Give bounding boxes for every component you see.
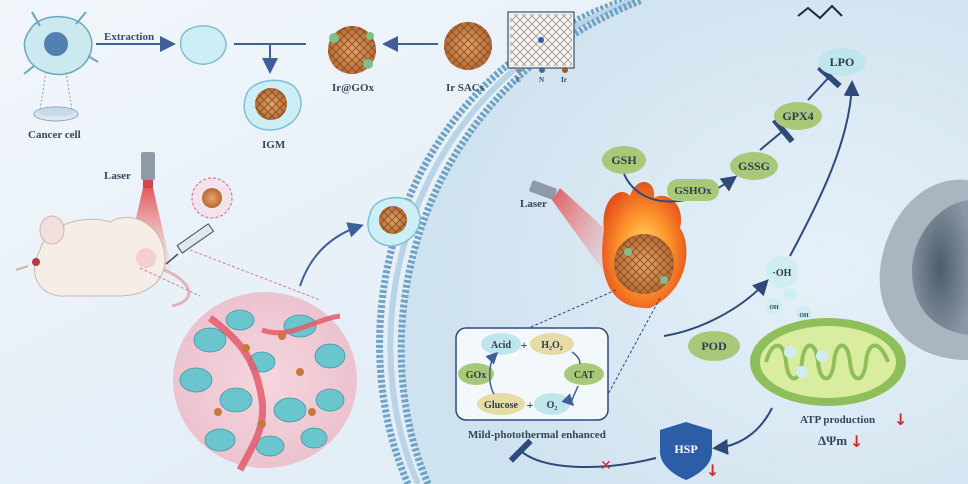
cancer-cell-icon (23, 11, 99, 76)
floating-igm-icon (367, 196, 421, 247)
ir-gox-label: Ir@GOx (332, 82, 375, 94)
delta-psi-m-label: ΔΨm (818, 433, 847, 448)
cat-label: CAT (574, 370, 595, 381)
burning-nanoparticle-icon (602, 181, 687, 309)
gsh-label: GSH (611, 153, 637, 167)
hsp-inhibition-line (508, 438, 657, 468)
cascade-zoom-lines (523, 289, 661, 399)
atom-legend: C N Ir (516, 67, 568, 84)
atp-down-arrow: ↓ (894, 410, 907, 429)
pod-label: POD (701, 339, 727, 353)
cancer-cell-label: Cancer cell (28, 129, 81, 141)
zoom-lines (139, 249, 321, 301)
hsp-shield-icon (660, 422, 712, 480)
cascade-caption: Mild-photothermal enhanced (468, 429, 606, 441)
ir-gox-nanoparticle-icon (328, 26, 376, 74)
petri-dish-icon (33, 106, 79, 122)
ir-sacs-nanoparticle-icon (444, 22, 492, 70)
mito-to-hsp-arrow (712, 407, 773, 455)
cell-nucleus (879, 179, 968, 360)
gssg-inhibits-gpx4 (759, 117, 795, 151)
o2-node (534, 393, 570, 415)
acid-node (481, 333, 521, 355)
nitrogen-atom-icon (539, 67, 545, 73)
pod-node (688, 331, 740, 361)
gpx4-node (774, 102, 822, 130)
lpo-node (818, 48, 866, 76)
iridium-atom-icon (562, 67, 568, 73)
hydroxyl-radical-label: ·OH (773, 268, 792, 279)
blocked-cross-icon: ✕ (600, 458, 612, 474)
laser-emitter-icon (141, 152, 155, 188)
tumor-tissue-icon (173, 292, 357, 472)
h2o2-label: H₂O₂ (541, 340, 563, 351)
gox-label: GOx (466, 370, 487, 381)
glucose-label: Glucose (484, 400, 518, 411)
o2-label: O₂ (547, 400, 558, 411)
plus-1: + (521, 338, 528, 352)
legend-ir: Ir (561, 76, 567, 84)
mouse-laser-label: Laser (104, 170, 131, 182)
extraction-label: Extraction (104, 31, 154, 43)
igm-label: IGM (262, 139, 286, 151)
gshox-label: GSHOx (674, 185, 712, 197)
h2o2-to-cat (571, 351, 581, 365)
carbon-atom-icon (516, 67, 522, 73)
gshox-node (667, 179, 719, 201)
cell-laser-emitter-icon (529, 180, 557, 200)
h2o2-node (530, 333, 574, 355)
syringe-icon (165, 223, 215, 265)
glucose-to-acid (485, 351, 499, 395)
pod-arrow (663, 279, 769, 337)
gssg-label: GSSG (738, 159, 770, 173)
small-hydroxyl-bubbles: OH OH (766, 288, 812, 322)
delta-psi-m-down-arrow: ↓ (850, 432, 863, 451)
hsp-down-arrow: ↓ (706, 461, 719, 480)
igm-nanoparticle-icon (243, 79, 302, 131)
gssg-node (730, 152, 778, 180)
ir-sacs-label: Ir SACs (446, 82, 485, 94)
oh-to-lpo-arrow (789, 80, 860, 257)
legend-n: N (539, 76, 544, 84)
arrow-to-igm (299, 222, 364, 287)
small-oh-1: OH (769, 305, 779, 311)
cat-node (564, 363, 604, 385)
gsh-to-gssg-arrow (623, 173, 738, 203)
small-oh-2: OH (799, 313, 809, 319)
cat-to-o2 (561, 385, 579, 407)
hydroxyl-radical-node (766, 256, 798, 288)
cell-laser-label: Laser (520, 198, 547, 210)
gpx4-label: GPX4 (782, 109, 813, 123)
gsh-node (602, 146, 646, 174)
lpo-label: LPO (830, 55, 855, 69)
membrane-damage-icon (797, 4, 843, 20)
atp-production-label: ATP production (800, 414, 875, 426)
legend-c: C (516, 76, 521, 84)
cell-membrane-vesicle-icon (179, 25, 227, 65)
hsp-label: HSP (674, 442, 697, 456)
plus-2: + (527, 398, 534, 412)
mouse-icon (15, 215, 191, 308)
mitochondrion-icon (750, 318, 906, 406)
acid-label: Acid (491, 340, 511, 351)
gox-node (458, 363, 494, 385)
gpx4-inhibits-lpo (807, 65, 842, 101)
glucose-node (477, 393, 525, 415)
igm-in-bubble-icon (202, 188, 222, 208)
graphene-lattice-inset (507, 11, 575, 69)
